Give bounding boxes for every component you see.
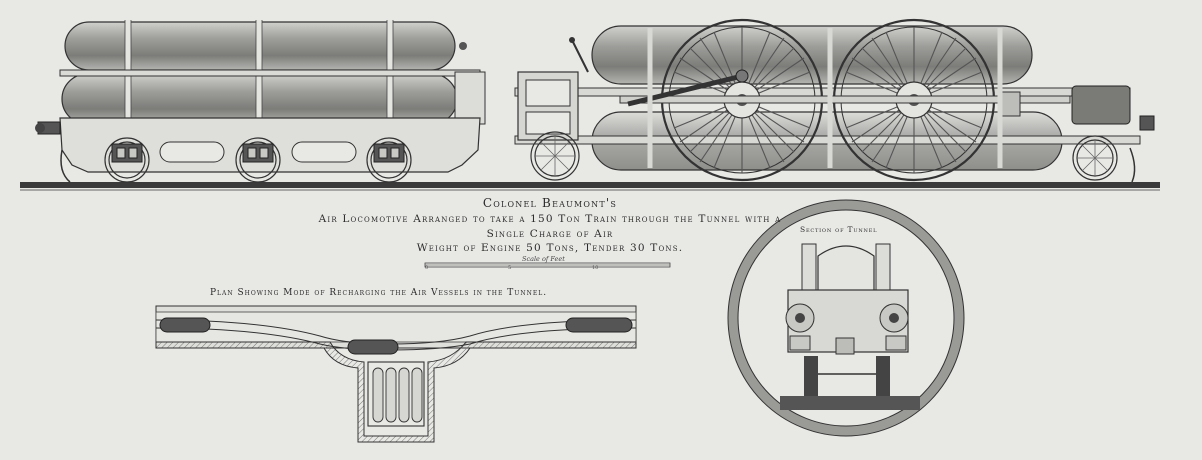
scale-tick: 0 (425, 265, 429, 271)
scale-tick: 5 (508, 265, 512, 271)
section-label: Section of Tunnel (800, 225, 878, 234)
tunnel-plan-drawing (155, 305, 637, 443)
tender-drawing (35, 20, 486, 183)
tunnel-section-drawing (727, 199, 965, 437)
drawing-title: Colonel Beaumont's (482, 196, 618, 210)
caption-line-3: Weight of Engine 50 Tons, Tender 30 Tons… (416, 242, 684, 254)
scale-bar (424, 262, 671, 268)
caption-line-1: Air Locomotive Arranged to take a 150 To… (318, 213, 782, 225)
scale-label: Scale of Feet (522, 255, 565, 263)
scale-tick: 10 (592, 265, 599, 271)
air-locomotive-drawing (514, 18, 1155, 183)
ground-line (20, 182, 1160, 191)
caption-line-2: Single Charge of Air (486, 228, 614, 240)
plan-label: Plan Showing Mode of Recharging the Air … (210, 288, 548, 298)
